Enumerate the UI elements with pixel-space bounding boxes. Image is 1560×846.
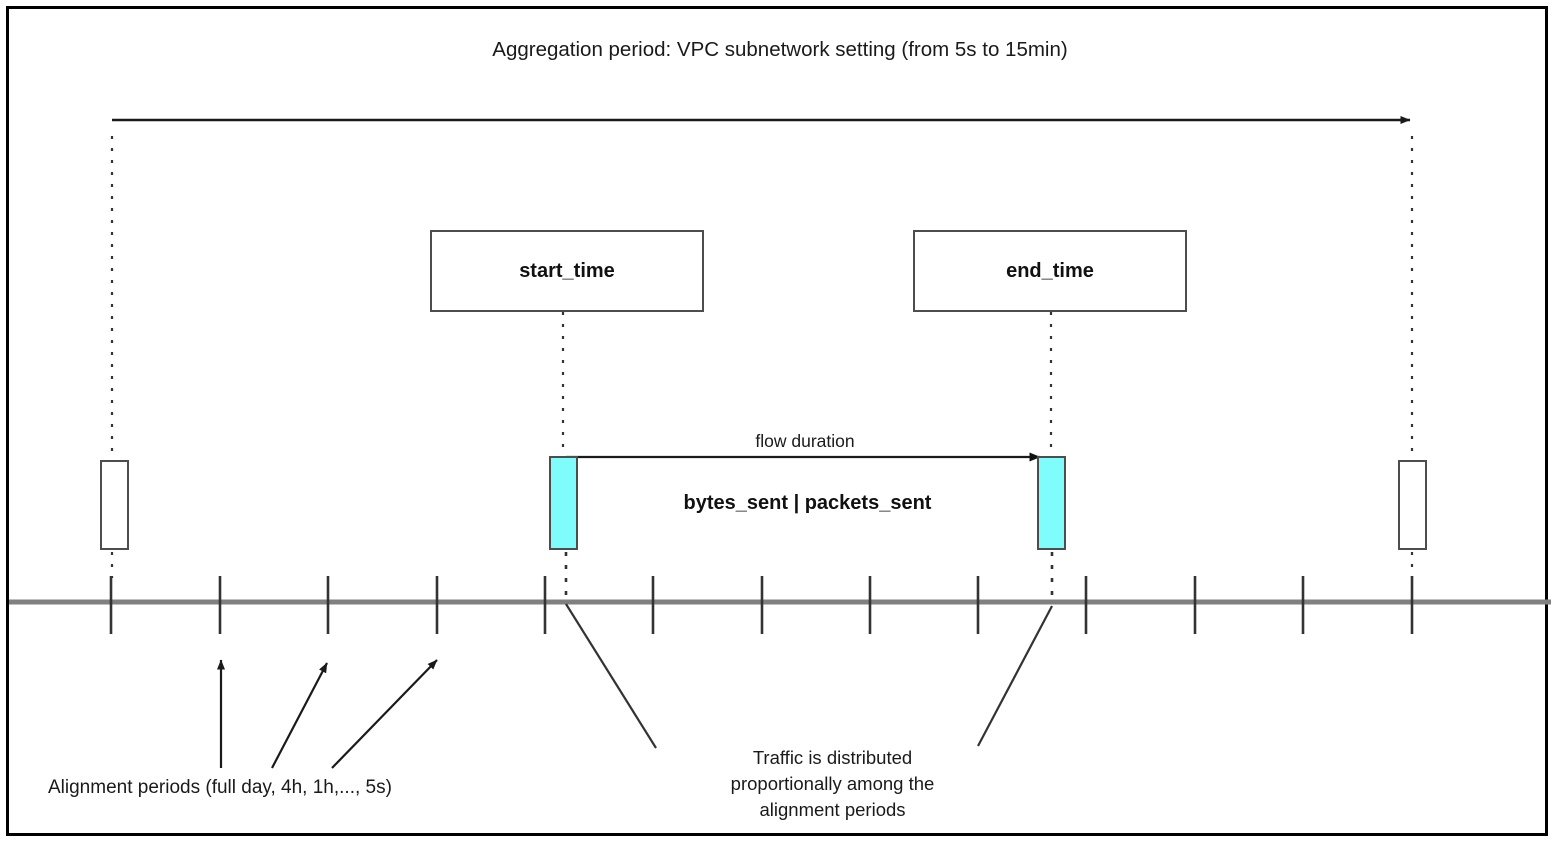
end-time-box: end_time: [913, 230, 1187, 312]
aggregation-period-title: Aggregation period: VPC subnetwork setti…: [492, 38, 1068, 61]
flow-end-bar: [1037, 456, 1066, 550]
timeline-ticks: [109, 576, 1414, 634]
distribution-leader-right: [977, 605, 1053, 747]
distribution-note-line-2: proportionally among the: [730, 773, 935, 794]
distribution-note-line-3: alignment periods: [759, 799, 906, 820]
alignment-periods-label: Alignment periods (full day, 4h, 1h,...,…: [48, 777, 392, 798]
alignment-arrow-2: [271, 662, 328, 769]
start-time-box: start_time: [430, 230, 704, 312]
aggregation-end-bar: [1398, 460, 1427, 550]
diagram-frame: [6, 6, 1548, 836]
distribution-note: Traffic is distributed proportionally am…: [700, 745, 965, 823]
distribution-note-line-1: Traffic is distributed: [752, 747, 913, 768]
distribution-leader-left: [565, 603, 657, 749]
flow-start-bar: [549, 456, 578, 550]
aggregation-start-bar: [100, 460, 129, 550]
flow-duration-label: flow duration: [755, 431, 855, 451]
metrics-label: bytes_sent | packets_sent: [683, 492, 932, 514]
alignment-arrow-3: [331, 659, 438, 769]
